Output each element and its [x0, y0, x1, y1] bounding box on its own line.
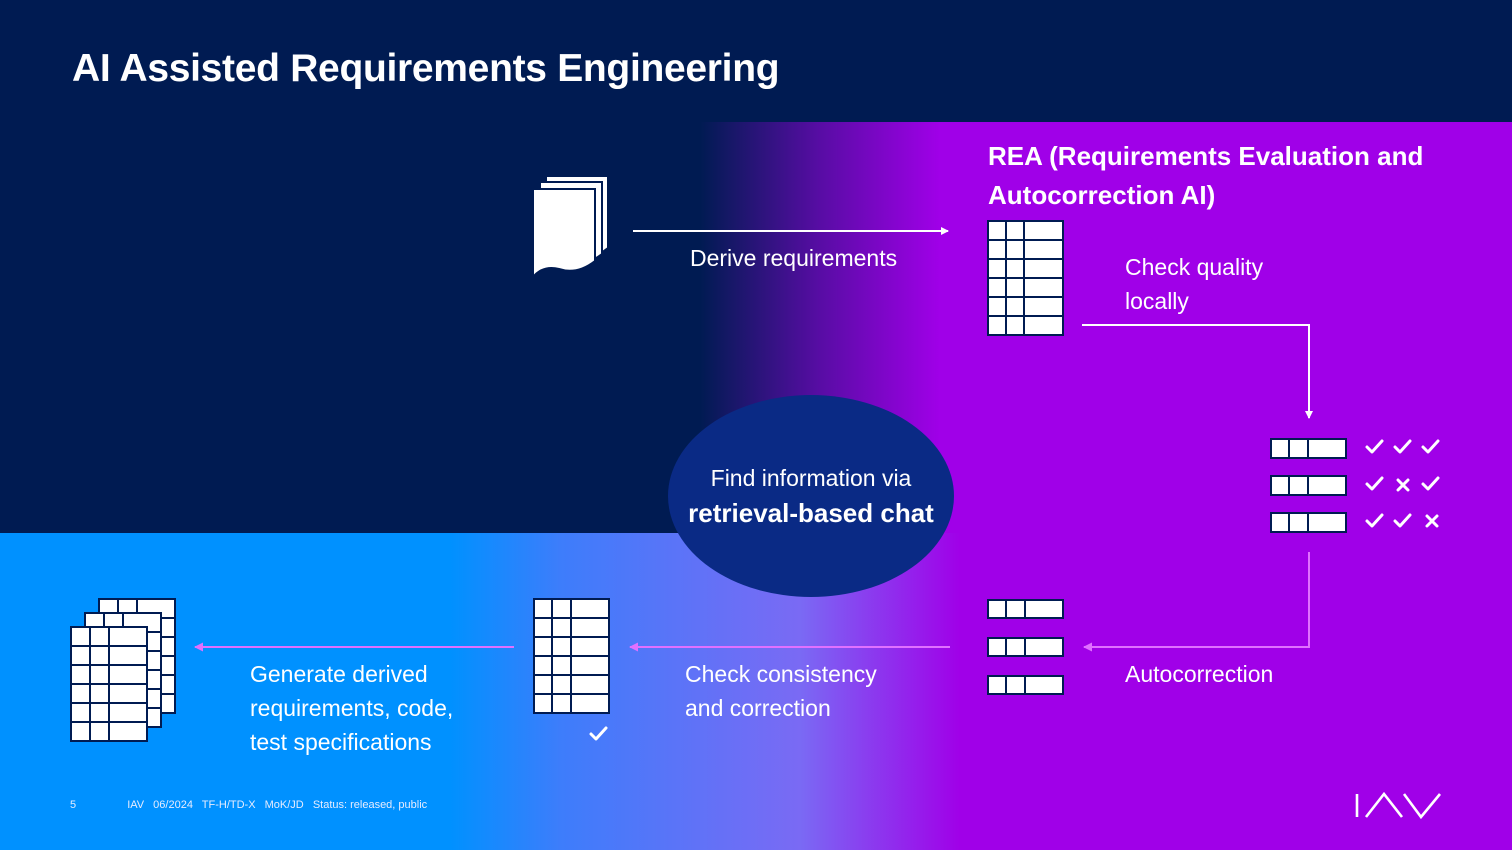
quality-row-3	[1270, 512, 1347, 533]
quality-row-2	[1270, 475, 1347, 496]
checkmark-icon	[1365, 513, 1384, 528]
checkmark-icon	[1365, 476, 1384, 491]
autocorrection-label: Autocorrection	[1125, 661, 1274, 687]
chat-bubble-line2: retrieval-based chat	[688, 498, 934, 528]
cross-icon	[1425, 514, 1439, 528]
footer-department: TF-H/TD-X	[201, 799, 256, 811]
checkmark-icon	[1365, 439, 1384, 454]
corrected-row-1	[987, 599, 1064, 619]
cross-icon	[1396, 478, 1410, 492]
checked-table-icon	[533, 598, 610, 714]
check-quality-line2: locally	[1125, 288, 1189, 314]
check-quality-line1: Check quality	[1125, 254, 1264, 280]
check-quality-label: Check quality locally	[1125, 250, 1263, 318]
quality-row-1	[1270, 438, 1347, 459]
footer-authors: MoK/JD	[264, 799, 304, 811]
retrieval-chat-bubble: Find information via retrieval-based cha…	[668, 395, 954, 597]
page-number: 5	[70, 799, 77, 811]
checkmark-icon	[1421, 439, 1440, 454]
output-tables-stack-icon	[70, 598, 176, 742]
checkmark-icon	[1393, 513, 1412, 528]
corrected-row-2	[987, 637, 1064, 657]
checkmark-icon	[1421, 476, 1440, 491]
check-consistency-line2: and correction	[685, 695, 831, 721]
footer-status: Status: released, public	[312, 799, 428, 811]
generate-line3: test specifications	[250, 729, 432, 755]
requirements-table-icon	[987, 220, 1064, 336]
chat-bubble-line1: Find information via	[710, 465, 912, 491]
footer: 5 IAV 06/2024 TF-H/TD-X MoK/JD Status: r…	[70, 799, 433, 811]
check-consistency-label: Check consistency and correction	[685, 657, 877, 725]
rea-title-line2: Autocorrection AI)	[988, 180, 1216, 210]
generate-line1: Generate derived	[250, 661, 428, 687]
checkmark-icon	[1393, 439, 1412, 454]
iav-logo	[1355, 791, 1442, 820]
generate-line2: requirements, code,	[250, 695, 454, 721]
corrected-row-3	[987, 675, 1064, 695]
derive-requirements-label: Derive requirements	[690, 245, 898, 271]
autocorrection-arrow	[1083, 552, 1310, 652]
rea-title-line1: REA (Requirements Evaluation and	[988, 141, 1424, 171]
checkmark-icon	[589, 726, 608, 741]
generate-label: Generate derived requirements, code, tes…	[250, 657, 453, 759]
rea-title: REA (Requirements Evaluation and Autocor…	[988, 137, 1423, 215]
document-stack-icon	[532, 175, 609, 280]
check-consistency-line1: Check consistency	[685, 661, 877, 687]
footer-date: 06/2024	[153, 799, 193, 811]
check-quality-arrow	[1082, 324, 1313, 419]
slide-title: AI Assisted Requirements Engineering	[72, 47, 780, 90]
footer-company: IAV	[127, 799, 145, 811]
